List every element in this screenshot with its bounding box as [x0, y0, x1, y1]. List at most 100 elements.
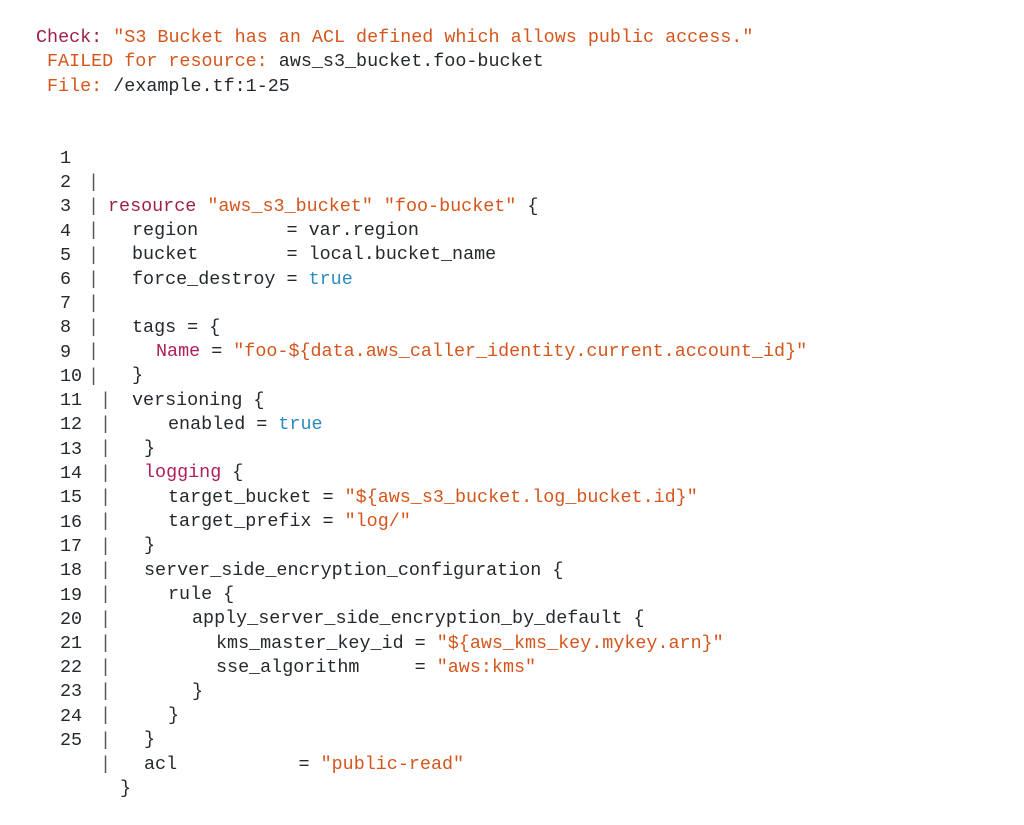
code-text: bucket = local.bucket_name: [132, 244, 497, 265]
code-text: kms_master_key_id = "${aws_kms_key.mykey…: [216, 633, 724, 654]
line-number: 4: [60, 221, 72, 242]
code-line: 3 | bucket = local.bucket_name: [0, 171, 496, 265]
line-number: 8: [60, 317, 72, 338]
line-number: 12: [60, 414, 83, 435]
failed-resource: aws_s3_bucket.foo-bucket: [278, 51, 544, 72]
failed-key: FAILED for resource:: [47, 51, 268, 72]
gutter-bar: |: [100, 705, 112, 726]
code-text: server_side_encryption_configuration {: [144, 560, 564, 581]
line-number: 16: [60, 512, 83, 533]
check-key: Check:: [36, 27, 103, 48]
line-number: 17: [60, 536, 83, 557]
code-text: resource "aws_s3_bucket" "foo-bucket" {: [108, 196, 539, 217]
line-number: 23: [60, 681, 83, 702]
gutter-bar: |: [100, 584, 112, 605]
gutter-bar: |: [100, 487, 112, 508]
code-line: 19 | kms_master_key_id = "${aws_kms_key.…: [0, 560, 724, 654]
line-number: 3: [60, 196, 72, 217]
code-line: 12 | logging {: [0, 389, 243, 483]
gutter-bar: |: [88, 245, 100, 266]
code-line: 2 | region = var.region: [0, 147, 419, 241]
gutter-bar: |: [88, 317, 100, 338]
code-line: 14 | target_prefix = "log/": [0, 438, 411, 532]
code-line: 8 | }: [0, 292, 143, 386]
gutter-bar: |: [100, 536, 112, 557]
line-number: 25: [60, 730, 83, 751]
code-line: 22 | }: [0, 632, 179, 726]
code-line: 17 | rule {: [0, 511, 234, 605]
gutter-bar: |: [88, 172, 100, 193]
code-line: 4 | force_destroy = true: [0, 196, 353, 290]
code-line: 21 | }: [0, 608, 203, 702]
code-text: target_prefix = "log/": [168, 511, 411, 532]
gutter-bar: |: [100, 657, 112, 678]
code-text: rule {: [168, 584, 235, 605]
line-number: 7: [60, 293, 72, 314]
code-text: tags = {: [132, 317, 221, 338]
code-line: 10 | enabled = true: [0, 341, 323, 435]
gutter-bar: |: [88, 293, 100, 314]
gutter-bar: |: [100, 463, 112, 484]
code-line: 15 | }: [0, 462, 155, 556]
line-number: 10: [60, 366, 83, 387]
file-path: /example.tf:1-25: [113, 76, 290, 97]
code-line: 13 | target_bucket = "${aws_s3_bucket.lo…: [0, 414, 698, 508]
file-line: File: /example.tf:1-25: [47, 75, 290, 99]
gutter-bar: |: [88, 366, 100, 387]
code-text: }: [192, 681, 204, 702]
line-number: 24: [60, 706, 83, 727]
code-text: logging {: [144, 462, 244, 483]
gutter-bar: |: [100, 414, 112, 435]
code-text: }: [120, 778, 132, 799]
line-number: 14: [60, 463, 83, 484]
gutter-bar: |: [100, 754, 112, 775]
code-text: target_bucket = "${aws_s3_bucket.log_buc…: [168, 487, 698, 508]
line-number: 1: [60, 148, 72, 169]
line-number: 5: [60, 245, 72, 266]
check-value: "S3 Bucket has an ACL defined which allo…: [113, 27, 754, 48]
gutter-bar: |: [88, 269, 100, 290]
file-key: File:: [47, 76, 103, 97]
code-line: 16 | server_side_encryption_configuratio…: [0, 487, 563, 581]
gutter-bar: |: [100, 681, 112, 702]
code-text: versioning {: [132, 390, 265, 411]
code-text: apply_server_side_encryption_by_default …: [192, 608, 645, 629]
gutter-bar: |: [88, 341, 100, 362]
code-text: }: [168, 705, 180, 726]
gutter-bar: |: [100, 438, 112, 459]
line-number: 11: [60, 390, 83, 411]
code-text: enabled = true: [168, 414, 323, 435]
check-line: Check: "S3 Bucket has an ACL defined whi…: [36, 26, 753, 50]
code-line: 11 | }: [0, 365, 155, 459]
line-number: 9: [60, 342, 72, 363]
code-text: Name = "foo-${data.aws_caller_identity.c…: [156, 341, 808, 362]
code-text: region = var.region: [132, 220, 419, 241]
code-line: 6 | tags = {: [0, 244, 220, 338]
gutter-bar: |: [88, 220, 100, 241]
code-text: force_destroy = true: [132, 269, 353, 290]
gutter-bar: |: [100, 560, 112, 581]
line-number: 18: [60, 560, 83, 581]
code-line: 9 | versioning {: [0, 317, 264, 411]
line-number: 21: [60, 633, 83, 654]
line-number: 6: [60, 269, 72, 290]
line-number: 19: [60, 585, 83, 606]
code-text: acl = "public-read": [144, 754, 465, 775]
line-number: 15: [60, 487, 83, 508]
code-text: }: [144, 729, 156, 750]
code-line: 5 |: [0, 220, 99, 290]
line-number: 22: [60, 657, 83, 678]
code-text: }: [144, 535, 156, 556]
code-line: 25 | }: [0, 705, 131, 799]
code-text: }: [144, 438, 156, 459]
code-line: 20 | sse_algorithm = "aws:kms": [0, 584, 536, 678]
gutter-bar: |: [100, 730, 112, 751]
gutter-bar: |: [100, 390, 112, 411]
line-number: 13: [60, 439, 83, 460]
gutter-bar: |: [100, 633, 112, 654]
line-number: 20: [60, 609, 83, 630]
code-line: 18 | apply_server_side_encryption_by_def…: [0, 535, 644, 629]
code-line: 1 | resource "aws_s3_bucket" "foo-bucket…: [0, 123, 538, 217]
code-text: }: [132, 365, 144, 386]
code-line: 24 | acl = "public-read": [0, 681, 464, 775]
